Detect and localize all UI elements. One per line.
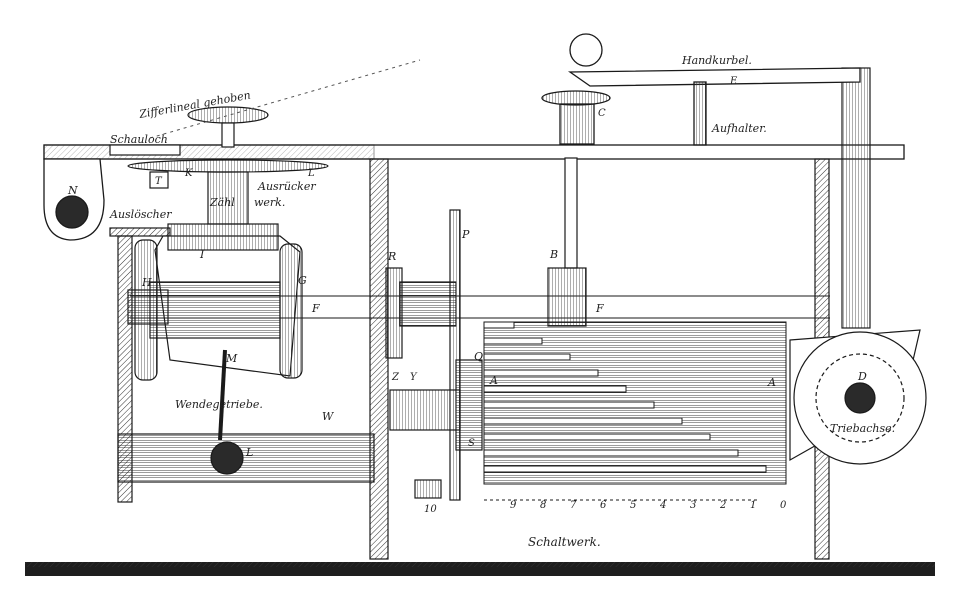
drum-step (483, 321, 515, 329)
label-ausloescher: Auslöscher (109, 208, 172, 221)
label-h: H (141, 276, 152, 289)
drum-step (483, 369, 599, 377)
drum-step (483, 449, 739, 457)
scale-digit: 2 (719, 500, 726, 511)
gear-stack (389, 359, 483, 499)
scale-digit: 1 (750, 500, 756, 511)
label-werk: werk. (254, 196, 285, 209)
label-i: I (199, 248, 205, 261)
drum-step (483, 401, 655, 409)
drum-step (483, 433, 711, 441)
label-wendegetriebe: Wendegetriebe. (175, 398, 263, 411)
label-s: S (468, 438, 475, 449)
stepped-drum (483, 321, 787, 501)
label-g: G (298, 274, 307, 287)
label-c: C (598, 108, 606, 119)
label-k: K (184, 168, 193, 179)
label-q: Q (474, 350, 483, 363)
drum-step (483, 417, 683, 425)
label-e: E (729, 76, 738, 87)
scale-digit: 8 (540, 500, 546, 511)
label-d: D (857, 370, 867, 383)
reversing-gear (127, 223, 303, 441)
label-w: W (322, 410, 335, 423)
drum-scale: 9 8 7 6 5 4 3 2 1 0 (510, 500, 787, 511)
counting-knob (109, 106, 329, 225)
scale-digit: 5 (630, 500, 636, 511)
label-a-right: A (767, 376, 776, 389)
label-f-right: F (595, 302, 604, 315)
drum-step (483, 385, 627, 393)
scale-digit: 6 (600, 500, 607, 511)
label-t: T (155, 176, 163, 187)
label-aufhalter: Aufhalter. (711, 122, 767, 135)
drive-column (841, 67, 871, 329)
gear-r-p (385, 209, 461, 501)
drum-step (483, 465, 767, 473)
main-shaft-f (130, 295, 830, 319)
scale-digit: 3 (690, 500, 696, 511)
bracket-n (43, 158, 105, 241)
label-triebachse: Triebachse. (830, 422, 895, 435)
label-f-left: F (311, 302, 320, 315)
raised-ruler-line (149, 59, 421, 139)
label-ten: 10 (424, 504, 437, 515)
scale-digit: 9 (510, 500, 517, 511)
scale-digit: 4 (659, 500, 666, 511)
label-b: B (549, 248, 558, 261)
drum-step (483, 337, 543, 345)
gear-b (547, 157, 587, 327)
label-a-left: A (489, 374, 498, 387)
label-p: P (461, 228, 470, 241)
scale-digit: 7 (570, 500, 577, 511)
label-l-top: L (307, 168, 315, 179)
scale-digit: 0 (780, 500, 787, 511)
label-schauloch: Schauloch (110, 133, 168, 146)
label-schaltwerk: Schaltwerk. (528, 535, 601, 549)
label-zaehl: Zähl (209, 196, 235, 209)
label-y: Y (410, 372, 418, 383)
label-l-lower: L (245, 446, 253, 459)
hand-crank (541, 33, 861, 146)
drive-axle-disc (789, 329, 927, 465)
label-z: Z (391, 372, 400, 383)
label-r: R (387, 250, 396, 263)
label-handkurbel: Handkurbel. (681, 54, 752, 67)
middle-frame (369, 158, 389, 560)
lower-shaft (117, 433, 375, 483)
label-m: M (225, 352, 238, 365)
ground-strip (25, 562, 935, 576)
drum-step (483, 353, 571, 361)
label-ausruecker: Ausrücker (257, 180, 316, 193)
label-n: N (67, 184, 78, 197)
